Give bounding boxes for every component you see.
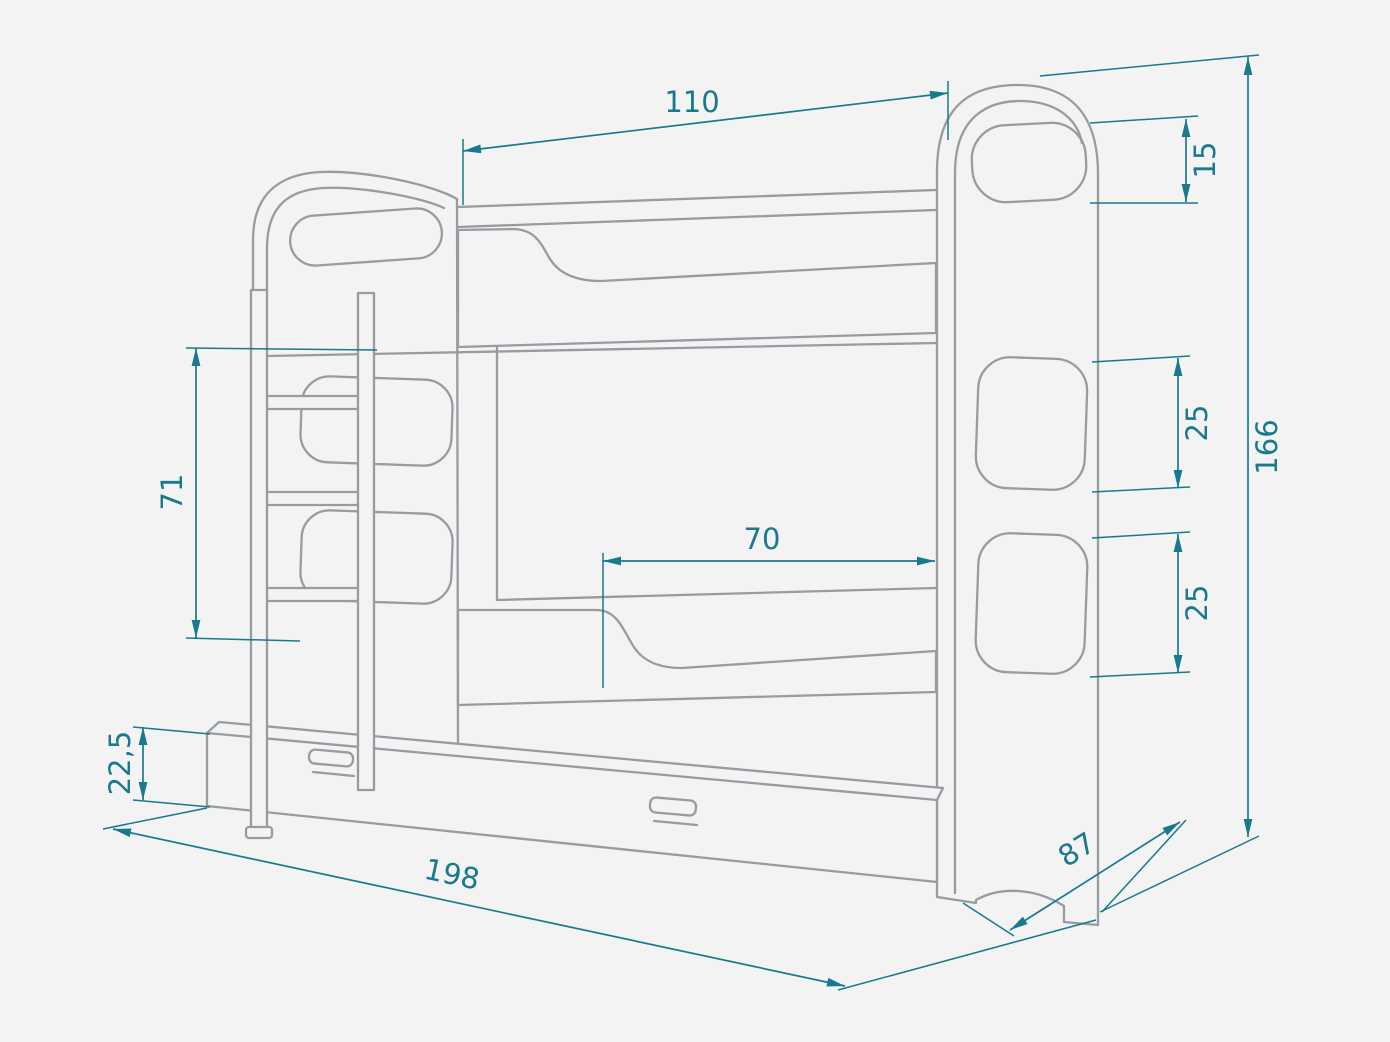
dim-label-25-upper: 25: [1180, 405, 1214, 442]
ladder-rung-1: [265, 394, 360, 411]
right-panel-bottom-cutout: [974, 532, 1089, 675]
dim-drawer-height: 22,5: [103, 726, 211, 808]
right-panel-inner-edge: [953, 99, 1084, 895]
dim-label-110: 110: [664, 85, 719, 119]
dimension-annotations: 110 15 166 25 25: [102, 54, 1284, 991]
left-end-panel-outline: [251, 170, 460, 752]
dim-upper-opening-length: 110: [462, 81, 949, 205]
ladder-left-rail: [249, 288, 269, 837]
right-end-panel-outline: [935, 83, 1100, 927]
dim-label-71: 71: [155, 474, 189, 511]
drawer-handle-right: [648, 796, 699, 827]
left-panel-inner-edge: [265, 186, 446, 295]
dim-label-70: 70: [744, 522, 781, 556]
ladder-foot: [244, 825, 274, 840]
left-end-panel: [251, 170, 460, 752]
lower-bunk-back-rail-line: [495, 586, 938, 602]
dim-lower-opening-length: 70: [602, 522, 935, 688]
upper-back-rail-bottom: [456, 208, 938, 229]
lower-front-guard-rail: [456, 608, 938, 707]
upper-back-rail-top: [456, 188, 938, 209]
ladder-rung-3: [265, 586, 360, 603]
right-panel-top-cutout: [970, 121, 1088, 204]
dim-bottom-cutout-height: 25: [1089, 531, 1214, 678]
dim-label-22-5: 22,5: [103, 731, 137, 796]
left-headboard-cutout: [288, 207, 444, 267]
dim-label-25-lower: 25: [1180, 585, 1214, 622]
drawer-handle-left: [307, 748, 356, 778]
right-panel-middle-cutout: [974, 356, 1089, 491]
dim-label-166: 166: [1250, 419, 1284, 474]
right-end-panel: [935, 83, 1100, 927]
ladder-right-rail: [356, 291, 376, 792]
dim-top-cutout-height: 15: [1089, 115, 1222, 204]
upper-front-guard-rail: [456, 227, 938, 349]
upper-bunk-frame-line: [265, 341, 938, 358]
dim-middle-cutout-height: 25: [1091, 355, 1214, 493]
drawer-top-edge: [205, 731, 939, 802]
bunk-bed-drawing: [205, 83, 1100, 927]
ladder-rung-2: [265, 490, 360, 507]
dim-label-15: 15: [1188, 142, 1222, 179]
dim-side-opening-height: 71: [155, 347, 378, 642]
